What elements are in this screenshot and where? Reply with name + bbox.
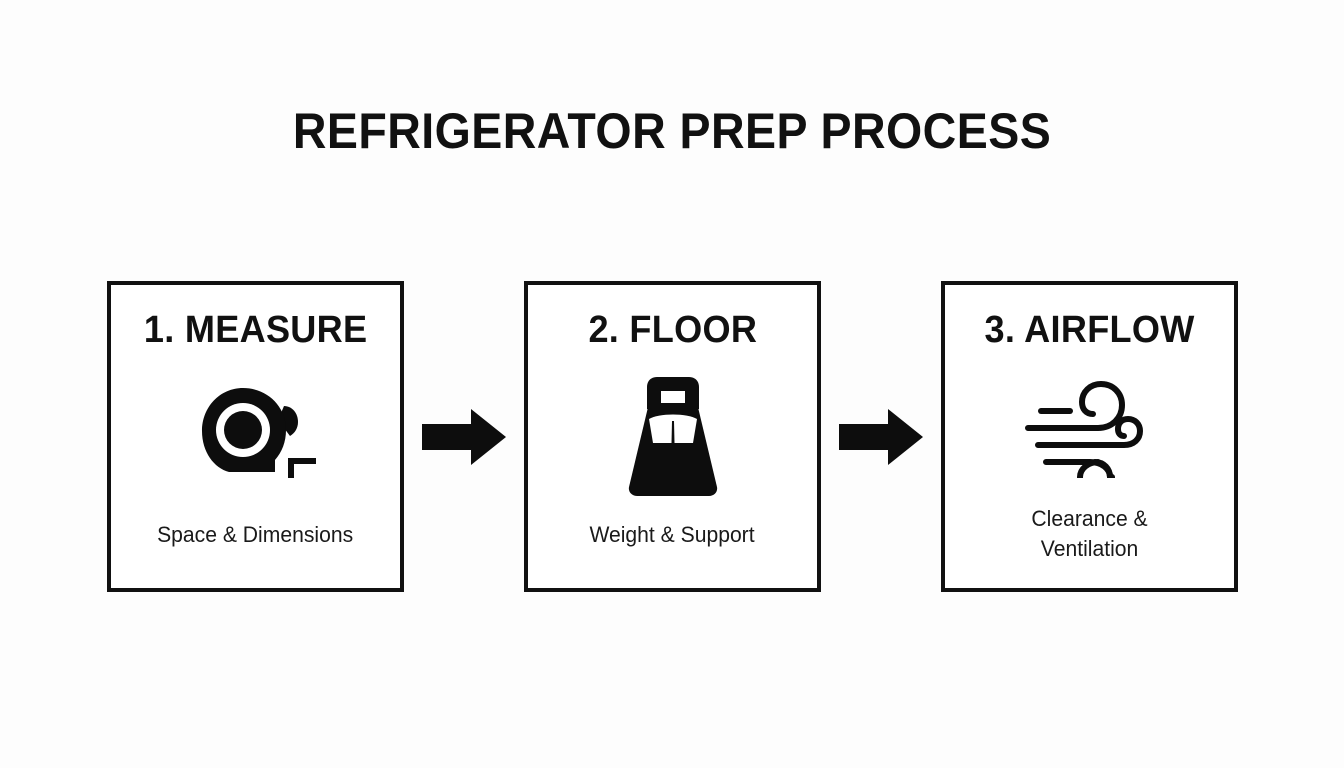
flow-connector-2 [839, 281, 923, 592]
weight-scale-icon [528, 352, 817, 520]
step-caption: Weight & Support [580, 520, 764, 550]
arrow-right-icon [422, 408, 506, 465]
step-caption-line-1: Space & Dimensions [157, 522, 354, 547]
step-heading: 2. FLOOR [588, 309, 757, 351]
step-caption-line-2: Ventilation [1040, 536, 1139, 561]
step-heading: 3. AIRFLOW [984, 309, 1195, 351]
step-caption: Clearance & Ventilation [1022, 504, 1157, 564]
process-flow-row: 1. MEASURE Space & [107, 281, 1238, 592]
step-heading: 1. MEASURE [143, 309, 368, 351]
flow-connector-1 [422, 281, 506, 592]
step-caption-line-1: Weight & Support [589, 522, 756, 547]
step-card-airflow[interactable]: 3. AIRFLOW [941, 281, 1238, 592]
step-card-floor[interactable]: 2. FLOOR Weight & Support [524, 281, 821, 592]
step-caption-line-1: Clearance & [1031, 506, 1148, 531]
step-caption: Space & Dimensions [148, 520, 363, 550]
arrow-right-icon [839, 408, 923, 465]
step-card-measure[interactable]: 1. MEASURE Space & [107, 281, 404, 592]
wind-airflow-icon [945, 352, 1234, 504]
tape-measure-icon [111, 352, 400, 520]
page-title: REFRIGERATOR PREP PROCESS [292, 103, 1052, 159]
